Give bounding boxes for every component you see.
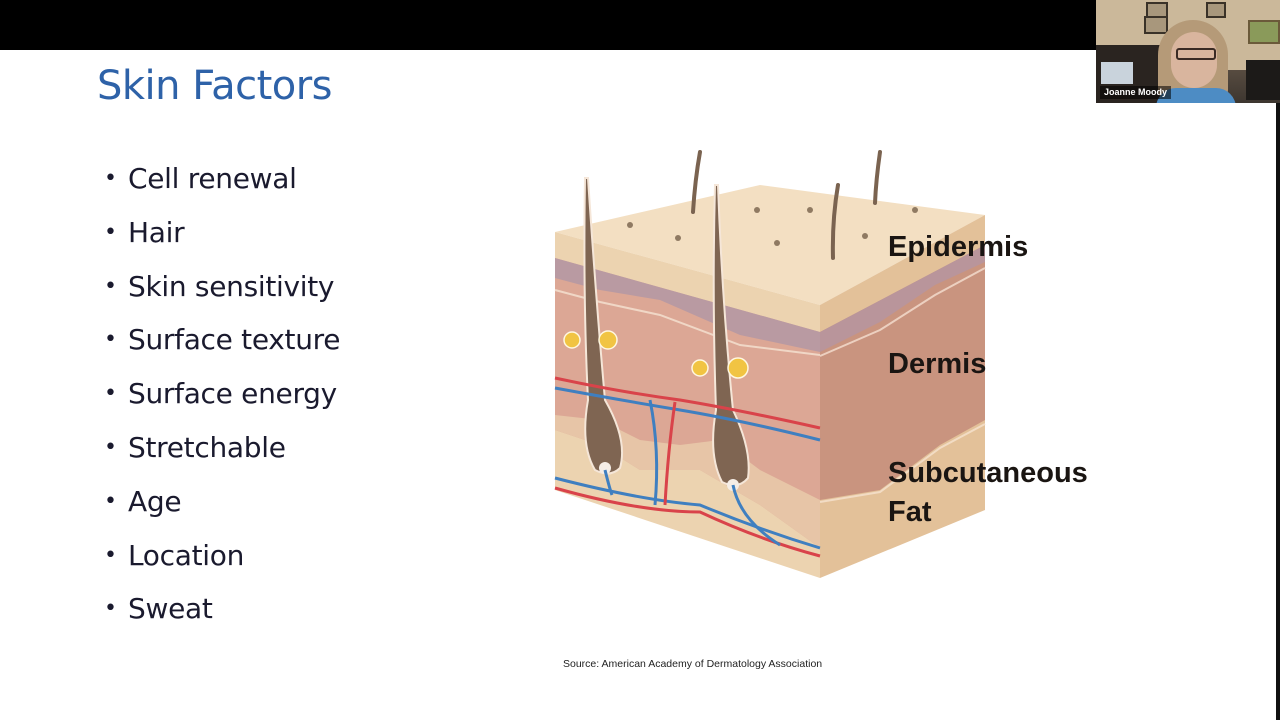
bullet-text: Location [128,538,245,572]
furniture [1246,60,1280,100]
bullet-item: • Stretchable [104,424,340,478]
slide-right-border [1276,50,1280,720]
participant-shirt [1156,88,1236,103]
label-dermis: Dermis [888,348,987,380]
skin-cross-section-icon [554,150,986,578]
bullet-item: • Age [104,478,340,532]
bullet-text: Cell renewal [128,162,297,195]
bullet-icon: • [104,219,117,245]
bullet-text: Skin sensitivity [128,269,335,303]
label-epidermis: Epidermis [888,231,1029,263]
label-subcutaneous: Subcutaneous [888,457,1088,489]
bullet-list: • Cell renewal • Hair • Skin sensitivity • S… [104,155,341,639]
bullet-text: Hair [128,215,185,249]
bullet-icon: • [104,434,117,460]
participant-video-thumbnail[interactable]: Joanne Moody [1096,0,1280,103]
bullet-text: Sweat [128,592,213,626]
glasses-icon [1176,48,1216,60]
skin-diagram: Epidermis Dermis Subcutaneous Fat [540,140,1088,590]
video-top-bar [0,0,1280,50]
bullet-item: • Surface texture [104,316,341,370]
bullet-text: Surface texture [128,323,341,357]
bullet-icon: • [104,542,117,568]
picture-frame-icon [1144,16,1168,34]
source-citation: Source: American Academy of Dermatology … [563,658,823,670]
bullet-item: • Location [104,532,340,586]
bullet-icon: • [104,596,117,622]
bullet-text: Age [128,484,182,518]
bullet-icon: • [104,327,117,353]
bullet-icon: • [104,273,117,299]
painting-icon [1248,20,1280,44]
picture-frame-icon [1206,2,1226,18]
bullet-text: Stretchable [128,430,286,464]
label-fat: Fat [888,496,932,528]
bullet-icon: • [104,166,117,191]
bullet-item: • Hair [104,209,340,263]
bullet-item: • Cell renewal [104,155,340,209]
bullet-item: • Surface energy [104,370,340,424]
bullet-item: • Skin sensitivity [104,263,340,317]
bullet-icon: • [104,381,117,407]
participant-name-label: Joanne Moody [1100,86,1172,99]
bullet-item: • Sweat [104,585,340,639]
bullet-icon: • [104,488,117,514]
slide-title: Skin Factors [97,63,333,109]
monitor [1101,62,1133,84]
bullet-text: Surface energy [128,377,337,411]
participant-face [1171,32,1217,88]
